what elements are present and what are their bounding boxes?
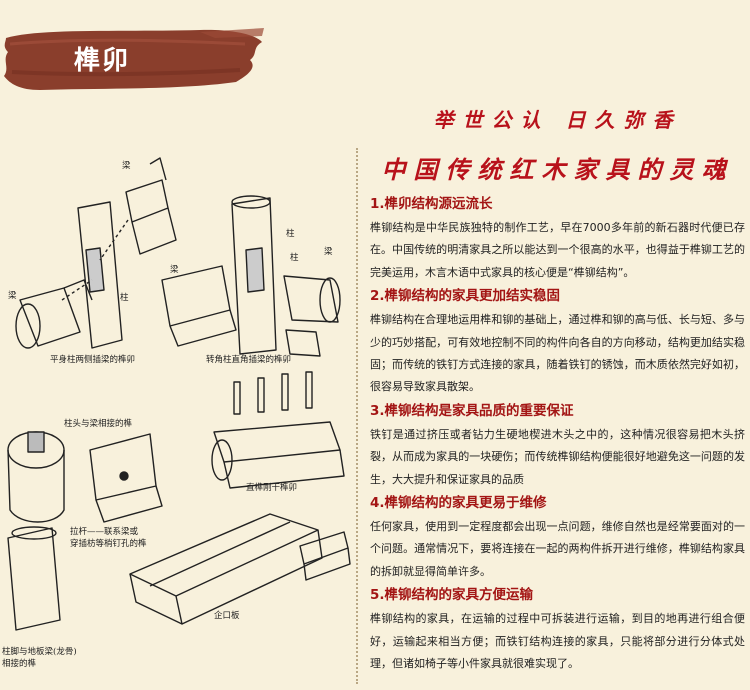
section-title: 2.榫铆结构的家具更加结实稳固 [370,288,561,305]
section-transport: 5.榫铆结构的家具方便运输 榫铆结构的家具，在运输的过程中可拆装进行运输，到目的… [370,585,745,675]
slogan-line-1: 举世公认 日久弥香 [433,108,682,132]
section-title: 1.榫卯结构源远流长 [370,196,493,212]
joint-diagram-5 [129,513,351,625]
section-body: 榫铆结构是中华民族独特的制作工艺，早在7000多年前的新石器时代便已存在。中国传… [370,221,745,279]
label-post-1: 柱 [120,292,129,303]
section-repair: 4.榫铆结构的家具更易于维修 任何家具，使用到一定程度都会出现一点问题，维修自然… [370,493,745,583]
slogan-line-2: 中国传统红木家具的灵魂 [381,155,734,184]
caption-joint-3: 直榫刚干榫卯 [246,482,297,493]
section-body: 榫铆结构在合理地运用榫和铆的基础上，通过榫和铆的高与低、长与短、多与少的巧妙搭配… [370,313,745,394]
joint-diagram-2 [161,195,341,357]
label-post-foot-1: 柱脚与地板梁(龙骨) [2,646,77,657]
section-body: 铁钉是通过挤压或者钻力生硬地楔进木头之中的，这种情况很容易把木头挤裂，从而成为家… [370,427,745,486]
label-tie-rod-2: 穿插枋等梢钉孔的榫 [70,538,147,549]
page-title: 榫卯 [74,46,131,76]
caption-joint-1: 平身柱两侧插梁的榫卯 [50,354,135,365]
section-title: 3.榫铆结构是家具品质的重要保证 [370,402,574,419]
caption-joint-2: 转角柱直角插梁的榫卯 [206,354,291,365]
mortise-tenon-illustration: 梁 柱 梁 柱 梁 柱 梁 柱头与梁相接的榫 拉杆——联系梁或 穿插枋等梢钉孔的… [2,157,351,669]
label-beam-1: 梁 [122,161,131,171]
joint-diagram-4 [211,371,345,489]
section-title: 4.榫铆结构的家具更易于维修 [370,495,547,512]
column-divider [356,148,358,684]
joint-diagram-3 [7,431,163,631]
section-quality: 3.榫铆结构是家具品质的重要保证 铁钉是通过挤压或者钻力生硬地楔进木头之中的，这… [370,401,745,491]
brush-stroke-banner [4,28,264,90]
caption-joint-4: 企口板 [214,610,240,621]
label-beam-4: 梁 [324,247,333,257]
section-body: 榫铆结构的家具，在运输的过程中可拆装进行运输，到目的地再进行组合便好，运输起来相… [370,612,745,671]
joint-diagram-1 [15,157,177,349]
section-title: 5.榫铆结构的家具方便运输 [370,587,534,604]
label-beam-2: 梁 [8,291,17,301]
section-sturdy: 2.榫铆结构的家具更加结实稳固 榫铆结构在合理地运用榫和铆的基础上，通过榫和铆的… [370,286,745,399]
label-post-foot-2: 相接的榫 [2,658,37,669]
label-post-2: 柱 [286,228,295,239]
section-origin: 1.榫卯结构源远流长 榫铆结构是中华民族独特的制作工艺，早在7000多年前的新石… [370,194,745,284]
label-post-3: 柱 [290,252,299,263]
section-body: 任何家具，使用到一定程度都会出现一点问题，维修自然也是经常要面对的一个问题。通常… [370,520,745,578]
label-tie-rod-1: 拉杆——联系梁或 [70,526,139,537]
content-column: 1.榫卯结构源远流长 榫铆结构是中华民族独特的制作工艺，早在7000多年前的新石… [370,192,745,678]
label-post-head: 柱头与梁相接的榫 [64,418,133,429]
label-beam-3: 梁 [170,265,179,275]
